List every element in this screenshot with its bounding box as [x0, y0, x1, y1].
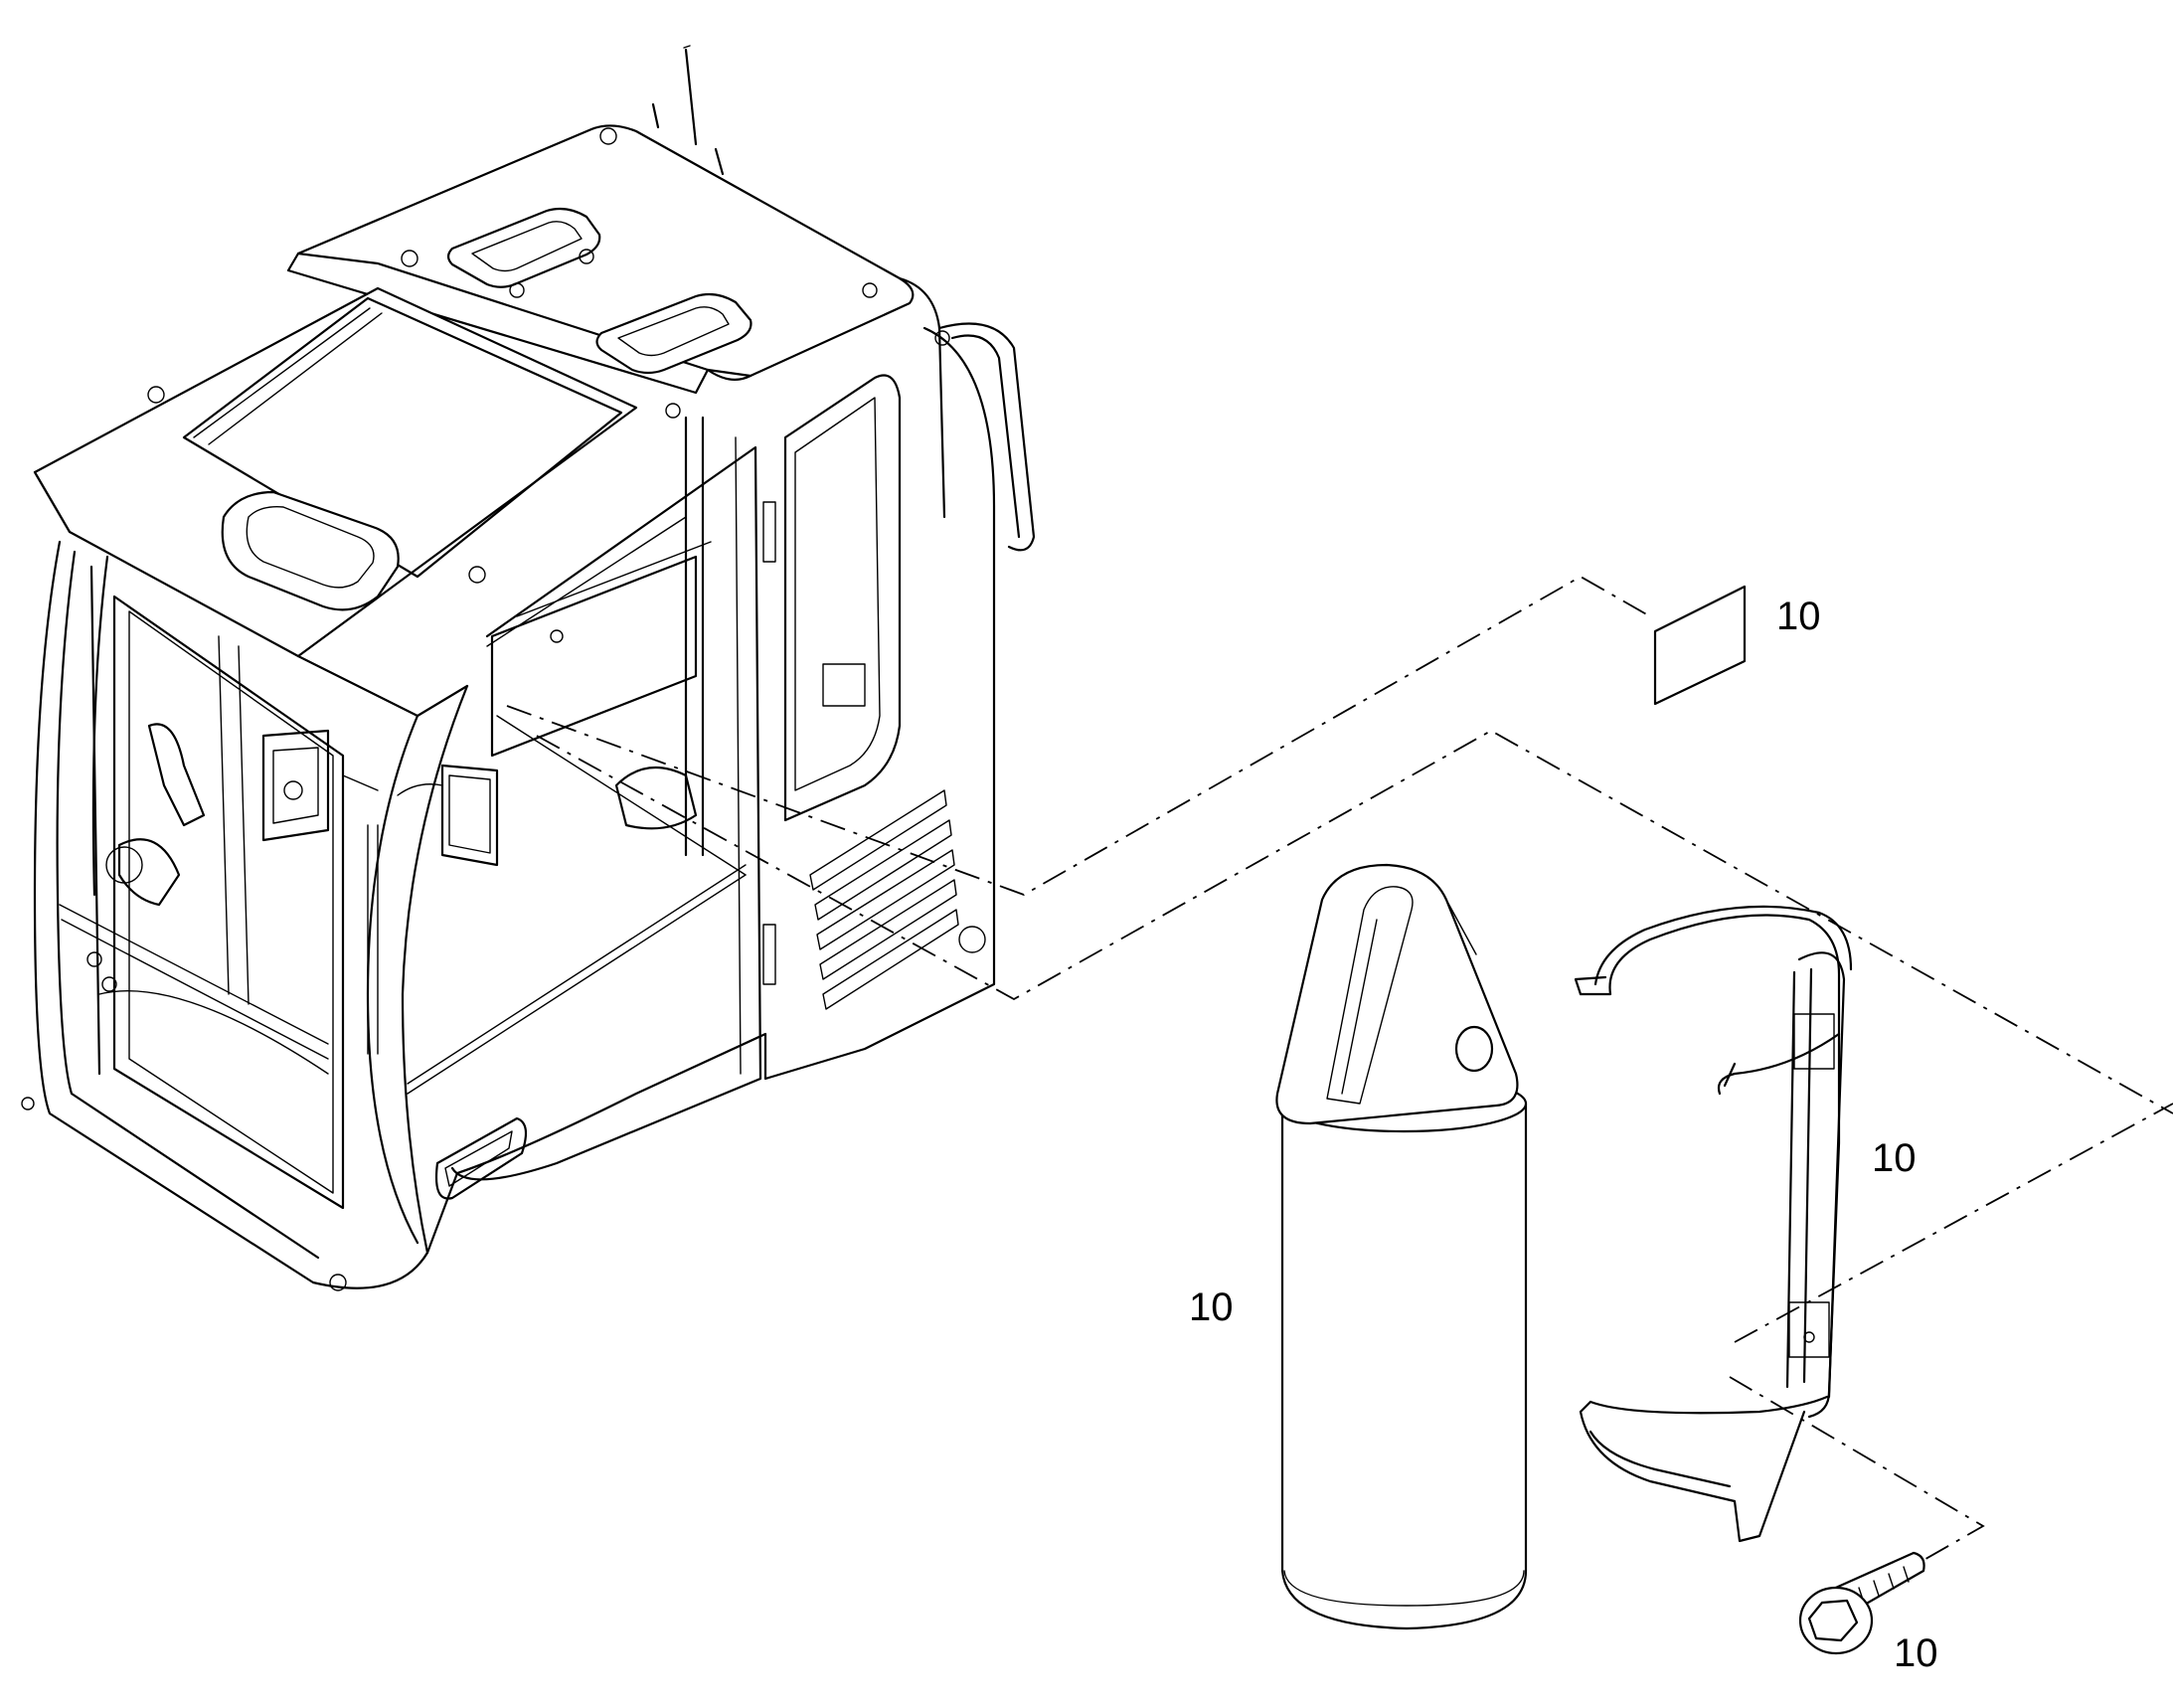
extinguisher-bracket-part — [1574, 905, 1853, 1543]
fire-extinguisher-part — [1275, 863, 1528, 1630]
operator-cab — [21, 45, 1036, 1291]
callout-extinguisher: 10 — [1189, 1285, 1234, 1329]
decal-label-part — [1653, 585, 1747, 706]
callout-decal: 10 — [1776, 595, 1821, 638]
countersunk-screw-part — [1798, 1551, 1925, 1655]
callout-screw: 10 — [1894, 1631, 1938, 1675]
callout-bracket: 10 — [1872, 1136, 1917, 1180]
